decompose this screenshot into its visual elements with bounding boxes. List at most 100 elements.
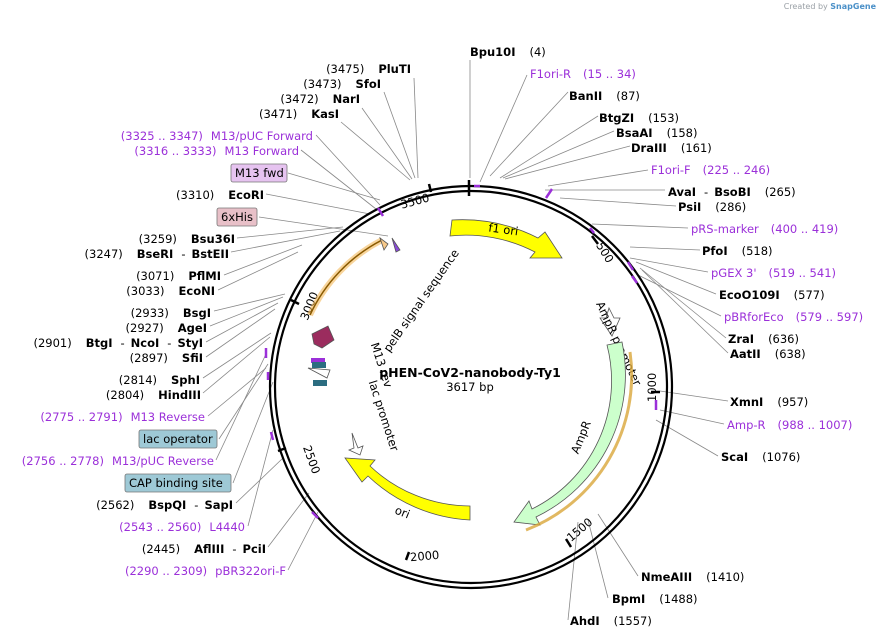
site-scai: ScaI(1076) <box>721 450 800 464</box>
mark-f1ori-f <box>544 188 554 199</box>
site-bsgi: (2933)BsgI <box>131 306 211 320</box>
primer-amp-r: Amp-R(988 .. 1007) <box>727 418 852 432</box>
feature-his-tag <box>391 237 401 253</box>
leader-line-8 <box>635 261 717 295</box>
badge-6xhis: 6xHis <box>221 210 253 224</box>
site-pfoi: PfoI(518) <box>702 244 773 258</box>
feature-badges: M13 fwd 6xHis lac operator CAP binding s… <box>124 163 288 493</box>
badge-6xhis-box <box>216 207 258 227</box>
primer-f1ori-f: F1ori-F(225 .. 246) <box>651 163 770 177</box>
site-ecori: (3310)EcoRI <box>176 188 264 202</box>
leader-line-13 <box>597 513 639 577</box>
leader-line-46 <box>258 216 389 237</box>
leader-line-36 <box>629 257 709 273</box>
badge-cap-site-box <box>124 473 232 493</box>
feature-lac-operator-box <box>312 362 326 368</box>
feature-lac-promoter <box>347 432 364 456</box>
site-bseri-bsteii: (3247)BseRI-BstEII <box>85 247 229 261</box>
tick-marks <box>277 180 660 561</box>
leader-line-2 <box>499 115 599 179</box>
tick-3500 <box>427 183 433 193</box>
primer-l4440: (2543 .. 2560)L4440 <box>119 520 245 534</box>
badge-cap-site: CAP binding site <box>129 476 223 490</box>
feature-f1-ori <box>449 219 563 259</box>
tick-label-2500: 2500 <box>300 444 323 476</box>
leader-line-24 <box>217 251 299 291</box>
primer-pbr322ori-f: (2290 .. 2309)pBR322ori-F <box>125 564 286 578</box>
mark-m13-forward <box>376 207 385 217</box>
site-btgzi: BtgZI(153) <box>599 111 679 125</box>
plasmid-size: 3617 bp <box>446 380 494 394</box>
feature-ampr <box>513 341 626 526</box>
site-labels: Bpu10I(4) BanII(87) BtgZI(153) BsaAI(158… <box>470 45 825 628</box>
feature-label-pelb: pelB signal sequence <box>380 246 462 354</box>
backbone-inner <box>273 189 669 585</box>
site-bsaai: BsaAI(158) <box>616 126 698 140</box>
mark-pbr322ori-f <box>311 511 319 519</box>
leader-line-32 <box>267 492 310 548</box>
tick-1500 <box>564 538 573 548</box>
leader-line-39 <box>315 134 381 206</box>
site-sphi: (2814)SphI <box>119 373 200 387</box>
leader-line-37 <box>635 273 722 317</box>
leader-line-9 <box>639 267 727 339</box>
leader-line-10 <box>641 269 729 354</box>
feature-m13-rev <box>307 367 331 379</box>
site-sfoi: (3473)SfoI <box>303 77 381 91</box>
watermark-brand: SnapGene <box>830 2 876 11</box>
primer-marks <box>264 184 658 519</box>
primer-f1ori-r: F1ori-R(15 .. 34) <box>530 67 636 81</box>
site-bpmi: BpmI(1488) <box>612 592 698 606</box>
leader-line-43 <box>247 429 274 527</box>
backbone-outer <box>268 184 674 590</box>
leader-line-42 <box>215 353 267 461</box>
site-nari: (3472)NarI <box>280 92 360 106</box>
site-bspqi-sapi: (2562)BspQI-SapI <box>96 498 233 512</box>
site-nmeaiii: NmeAIII(1410) <box>641 570 744 584</box>
site-sfii: (2897)SfiI <box>130 351 203 365</box>
primer-m13-forward: (3316 .. 3333)M13 Forward <box>134 144 299 158</box>
leader-line-29 <box>202 332 272 379</box>
leader-line-45 <box>287 172 381 201</box>
leader-line-23 <box>223 244 303 276</box>
leader-line-22 <box>230 230 341 253</box>
leader-line-16 <box>413 77 419 179</box>
leader-line-3 <box>502 130 615 179</box>
leader-line-47 <box>218 363 269 440</box>
plasmid-name: pHEN-CoV2-nanobody-Ty1 <box>379 365 561 380</box>
site-afliii-pcii: (2445)AflIII-PciI <box>142 542 266 556</box>
leader-line-14 <box>587 519 609 599</box>
badge-lac-operator: lac operator <box>143 432 213 446</box>
leader-line-30 <box>202 336 271 394</box>
site-xmni: XmnI(957) <box>730 395 808 409</box>
site-hindiii: (2804)HindIII <box>106 388 201 402</box>
leader-line-44 <box>287 511 319 571</box>
feature-orf-line <box>309 239 383 316</box>
leader-line-21 <box>236 226 344 239</box>
leader-line-34 <box>547 169 649 187</box>
feature-label-f1-ori: f1 ori <box>488 220 520 238</box>
feature-ori <box>344 457 471 521</box>
primer-pbrforeco: pBRforEco(579 .. 597) <box>724 310 863 324</box>
tick-500 <box>591 235 599 245</box>
primer-m13-reverse: (2775 .. 2791)M13 Reverse <box>40 410 205 424</box>
site-kasi: (3471)KasI <box>259 107 339 121</box>
site-econi: (3033)EcoNI <box>126 284 215 298</box>
primer-prs-marker: pRS-marker(400 .. 419) <box>691 222 838 236</box>
snapgene-watermark: Created by SnapGene <box>784 2 876 11</box>
leader-line-15 <box>567 521 579 621</box>
primer-m13puc-forward: (3325 .. 3347)M13/pUC Forward <box>121 129 313 143</box>
leader-line-4 <box>504 145 631 180</box>
site-agei: (2927)AgeI <box>126 321 207 335</box>
leader-line-7 <box>629 246 701 251</box>
site-banii: BanII(87) <box>569 89 640 103</box>
tick-2500 <box>277 446 287 453</box>
watermark-created: Created by <box>783 2 828 11</box>
leader-line-12 <box>655 419 719 457</box>
primer-labels: F1ori-R(15 .. 34) F1ori-F(225 .. 246) pR… <box>22 67 863 578</box>
tick-label-1000: 1000 <box>645 373 659 402</box>
leader-line-40 <box>300 149 377 210</box>
feature-label-ampr: AmpR <box>568 419 594 456</box>
leader-line-28 <box>205 308 276 358</box>
